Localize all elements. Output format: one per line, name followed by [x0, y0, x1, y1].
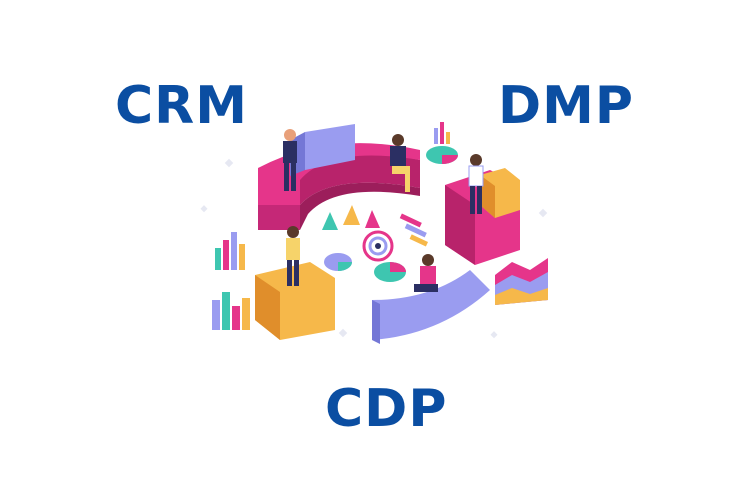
- cdp-label: CDP: [325, 379, 448, 439]
- center-charts: [322, 205, 429, 282]
- person-lower: [414, 254, 438, 292]
- right-stack: [445, 168, 520, 265]
- orange-block: [255, 262, 335, 340]
- right-bar-chart: [495, 258, 548, 305]
- lavender-arc: [372, 270, 490, 344]
- top-pie-chart: [426, 122, 458, 164]
- dmp-label: DMP: [498, 76, 635, 136]
- person-left: [286, 226, 300, 286]
- person-right: [468, 154, 484, 214]
- crm-label: CRM: [115, 76, 248, 136]
- person-presenter: [283, 129, 297, 191]
- left-bar-chart: [212, 232, 250, 330]
- person-seated: [390, 134, 410, 192]
